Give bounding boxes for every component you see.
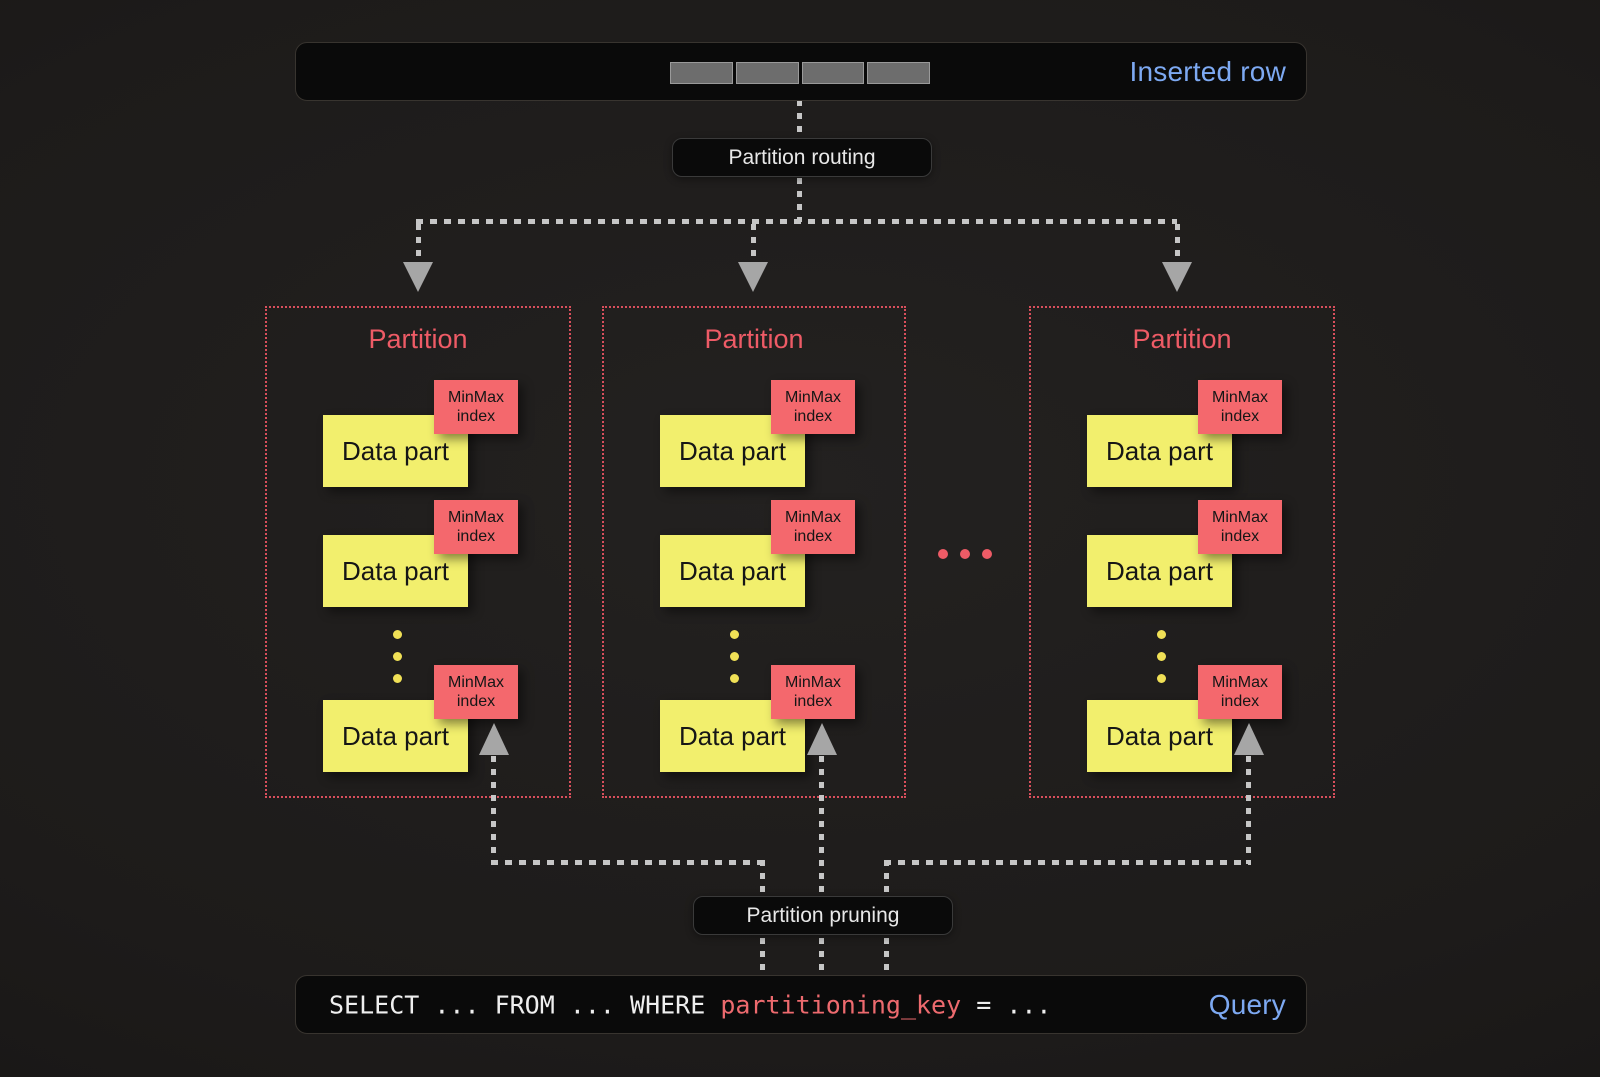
minmax-index-tag: MinMax index	[1198, 380, 1282, 434]
dotted-connector-drop-left	[416, 224, 421, 262]
query-code: SELECT ... FROM ... WHERE partitioning_k…	[329, 990, 1051, 1019]
row-cell	[735, 62, 799, 84]
minmax-line1: MinMax	[1211, 674, 1268, 691]
minmax-index-tag: MinMax index	[434, 380, 518, 434]
partition-pruning-pill: Partition pruning	[693, 896, 953, 935]
minmax-line2: index	[793, 528, 833, 545]
minmax-line2: index	[1220, 528, 1260, 545]
row-cell	[670, 62, 733, 84]
minmax-line2: index	[793, 693, 833, 710]
partition-title: Partition	[704, 324, 804, 354]
dotted-connector-up-right	[1246, 756, 1251, 864]
partition-box-1: Partition MinMax index Data part MinMax …	[265, 306, 571, 798]
partition-routing-label: Partition routing	[728, 145, 876, 169]
minmax-line2: index	[1220, 408, 1260, 425]
minmax-line1: MinMax	[784, 509, 841, 526]
minmax-line1: MinMax	[1211, 389, 1268, 406]
inserted-row-bar: Inserted row	[295, 42, 1307, 101]
dotted-connector-up-left	[491, 756, 496, 864]
partition-pruning-label: Partition pruning	[746, 903, 900, 927]
data-part-box: Data part	[323, 700, 468, 772]
minmax-line1: MinMax	[1211, 509, 1268, 526]
minmax-line2: index	[456, 693, 496, 710]
query-code-suffix: = ...	[961, 990, 1052, 1019]
query-code-partitioning-key: partitioning_key	[720, 990, 962, 1019]
dotted-connector-top-horizontal	[416, 219, 1177, 224]
minmax-line2: index	[456, 528, 496, 545]
query-label: Query	[1208, 988, 1286, 1020]
minmax-line1: MinMax	[447, 389, 504, 406]
more-parts-ellipsis	[730, 630, 739, 683]
down-arrow-icon	[1162, 262, 1192, 292]
minmax-index-tag: MinMax index	[434, 665, 518, 719]
partition-box-2: Partition MinMax index Data part MinMax …	[602, 306, 906, 798]
minmax-index-tag: MinMax index	[771, 665, 855, 719]
dotted-connector-bottom-right-horizontal	[884, 860, 1251, 865]
row-cell	[801, 62, 865, 84]
minmax-index-tag: MinMax index	[771, 380, 855, 434]
query-code-prefix: SELECT ... FROM ... WHERE	[329, 990, 721, 1019]
minmax-line1: MinMax	[447, 674, 504, 691]
dotted-connector-drop-right	[1175, 224, 1180, 262]
down-arrow-icon	[403, 262, 433, 292]
partition-box-3: Partition MinMax index Data part MinMax …	[1029, 306, 1335, 798]
up-arrow-icon	[479, 723, 509, 755]
more-partitions-ellipsis	[938, 549, 992, 559]
query-bar: SELECT ... FROM ... WHERE partitioning_k…	[295, 975, 1307, 1034]
row-cell	[867, 62, 930, 84]
minmax-line2: index	[793, 408, 833, 425]
minmax-line1: MinMax	[784, 674, 841, 691]
down-arrow-icon	[738, 262, 768, 292]
minmax-line2: index	[1220, 693, 1260, 710]
minmax-index-tag: MinMax index	[1198, 665, 1282, 719]
dotted-connector-up-middle	[819, 756, 824, 975]
partition-title: Partition	[368, 324, 468, 354]
minmax-index-tag: MinMax index	[771, 500, 855, 554]
dotted-connector-bottom-left-horizontal	[491, 860, 765, 865]
minmax-line1: MinMax	[784, 389, 841, 406]
more-parts-ellipsis	[393, 630, 402, 683]
dotted-connector-drop-middle	[751, 224, 756, 262]
up-arrow-icon	[807, 723, 837, 755]
partition-title: Partition	[1132, 324, 1232, 354]
minmax-line2: index	[456, 408, 496, 425]
more-parts-ellipsis	[1157, 630, 1166, 683]
minmax-line1: MinMax	[447, 509, 504, 526]
minmax-index-tag: MinMax index	[1198, 500, 1282, 554]
up-arrow-icon	[1234, 723, 1264, 755]
inserted-row-cells	[670, 62, 930, 84]
minmax-index-tag: MinMax index	[434, 500, 518, 554]
inserted-row-label: Inserted row	[1129, 55, 1286, 87]
partition-routing-pill: Partition routing	[672, 138, 932, 177]
